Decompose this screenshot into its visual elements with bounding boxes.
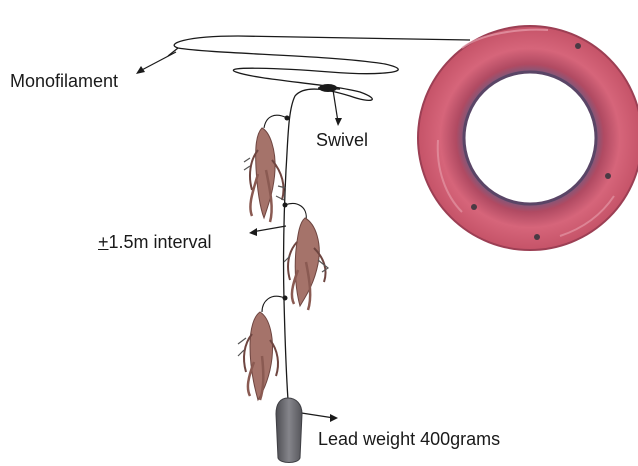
interval-label: +1.5m interval [98,233,212,251]
swivel-label: Swivel [316,131,368,149]
spool-ring-icon [418,26,638,250]
plus-minus-symbol: + [98,232,109,252]
interval-text: 1.5m interval [109,232,212,252]
squid-jig-icon [244,128,286,222]
squid-jig-icon [284,218,328,310]
monofilament-line [168,36,470,400]
squid-jig-icon [238,312,278,400]
lead-weight-label: Lead weight 400grams [318,430,500,448]
lead-weight-icon [276,398,302,463]
monofilament-label: Monofilament [10,72,118,90]
